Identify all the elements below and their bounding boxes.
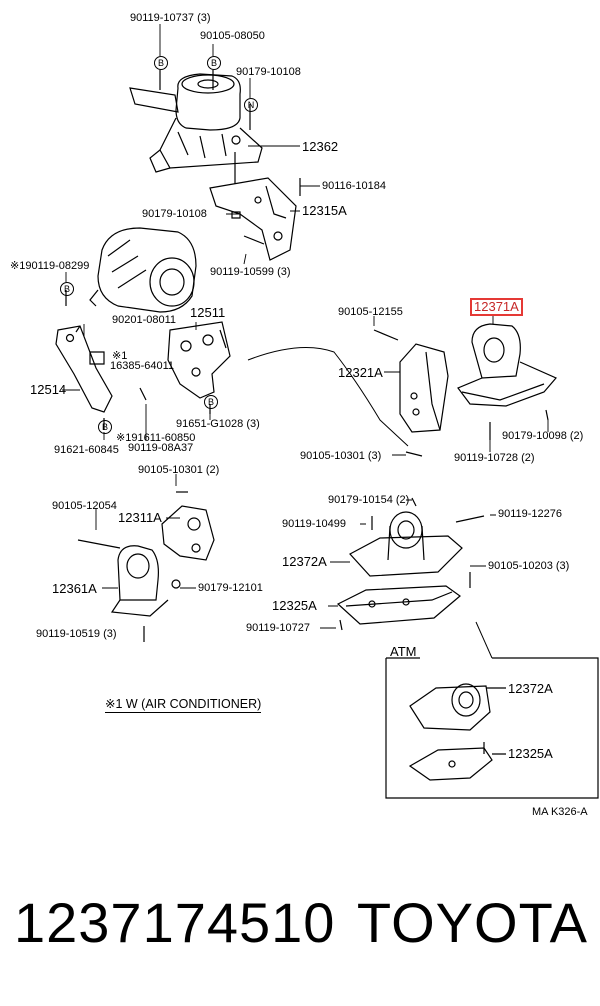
label-90179-10098: 90179-10098 (2): [502, 430, 584, 442]
bracket-12321A: [399, 343, 449, 433]
mount-12372A: [349, 511, 463, 577]
brand-name: TOYOTA: [356, 891, 588, 954]
mark-b-3: B: [60, 282, 74, 296]
bracket-12514: [55, 325, 113, 413]
bracket-12511: [167, 321, 231, 399]
mark-n: N: [244, 98, 258, 112]
label-90119-08A37: 90119-08A37: [128, 442, 194, 454]
label-atm: ATM: [390, 644, 417, 659]
label-12315A: 12315A: [302, 203, 347, 218]
label-16385-64011: 16385-64011: [110, 360, 175, 372]
label-12511: 12511: [190, 305, 226, 320]
label-90105-10301-right: 90105-10301 (3): [300, 450, 382, 462]
label-90119-10519: 90119-10519 (3): [36, 628, 117, 640]
label-91651-G1028: 91651-G1028 (3): [176, 418, 260, 430]
bracket-12325A: [336, 585, 461, 625]
label-90105-10203: 90105-10203 (3): [488, 560, 570, 572]
label-12311A: 12311A: [118, 510, 162, 525]
label-12361A: 12361A: [52, 581, 97, 596]
label-note1: ※1: [112, 350, 128, 362]
part-number: 1237174510: [14, 891, 336, 954]
label-ref-code: MA K326-A: [532, 806, 588, 818]
exploded-view-drawing: [55, 24, 599, 799]
mark-b-5: B: [204, 395, 218, 409]
mark-b-4: B: [98, 420, 112, 434]
label-12321A: 12321A: [338, 365, 383, 380]
label-90105-08050: 90105-08050: [200, 30, 265, 42]
label-90119-10727: 90119-10727: [246, 622, 311, 634]
atm-inset: [385, 621, 599, 799]
mark-b-2: B: [207, 56, 221, 70]
label-12325A-atm: 12325A: [508, 746, 553, 761]
mount-12361A: [110, 545, 181, 617]
upper-mount-assembly: [129, 73, 263, 173]
label-90119-10499: 90119-10499: [282, 518, 347, 530]
label-90179-10108-top: 90179-10108: [236, 66, 301, 78]
bracket-12311A: [161, 505, 215, 561]
label-90119-10737: 90119-10737 (3): [130, 12, 211, 24]
air-conditioner-note: ※1 W (AIR CONDITIONER): [105, 697, 262, 713]
label-90105-10301-left: 90105-10301 (2): [138, 464, 220, 476]
mount-12371A: [457, 323, 557, 407]
label-12372A: 12372A: [282, 554, 327, 569]
compressor-assembly: [89, 227, 197, 313]
label-91621-60845: 91621-60845: [54, 444, 119, 456]
label-12325A: 12325A: [272, 598, 317, 613]
leader-lines: [62, 24, 549, 634]
label-190119-08299: ※190119-08299: [10, 260, 90, 272]
parts-diagram: B B N B B B 90119-10737 (3) 90105-08050 …: [10, 12, 599, 818]
label-90179-12101: 90179-12101: [198, 582, 263, 594]
label-12372A-atm: 12372A: [508, 681, 553, 696]
label-90179-10108-mid: 90179-10108: [142, 208, 207, 220]
bracket-12315A: [209, 177, 297, 261]
label-90179-10154: 90179-10154 (2): [328, 494, 410, 506]
label-90119-10728: 90119-10728 (2): [454, 452, 535, 464]
label-90105-12155: 90105-12155: [338, 306, 403, 318]
label-12362: 12362: [302, 139, 339, 154]
label-90119-12276: 90119-12276: [498, 508, 563, 520]
label-90119-10599: 90119-10599 (3): [210, 266, 291, 278]
label-12514: 12514: [30, 382, 67, 397]
label-90105-12054: 90105-12054: [52, 500, 117, 512]
label-191611-60850: ※191611-60850: [116, 432, 196, 444]
mark-b-1: B: [154, 56, 168, 70]
label-90201-08011: 90201-08011: [112, 314, 177, 326]
label-90116-10184: 90116-10184: [322, 180, 387, 192]
label-12371A-highlighted: 12371A: [470, 298, 523, 316]
footer-caption: 1237174510 TOYOTA: [0, 890, 600, 970]
